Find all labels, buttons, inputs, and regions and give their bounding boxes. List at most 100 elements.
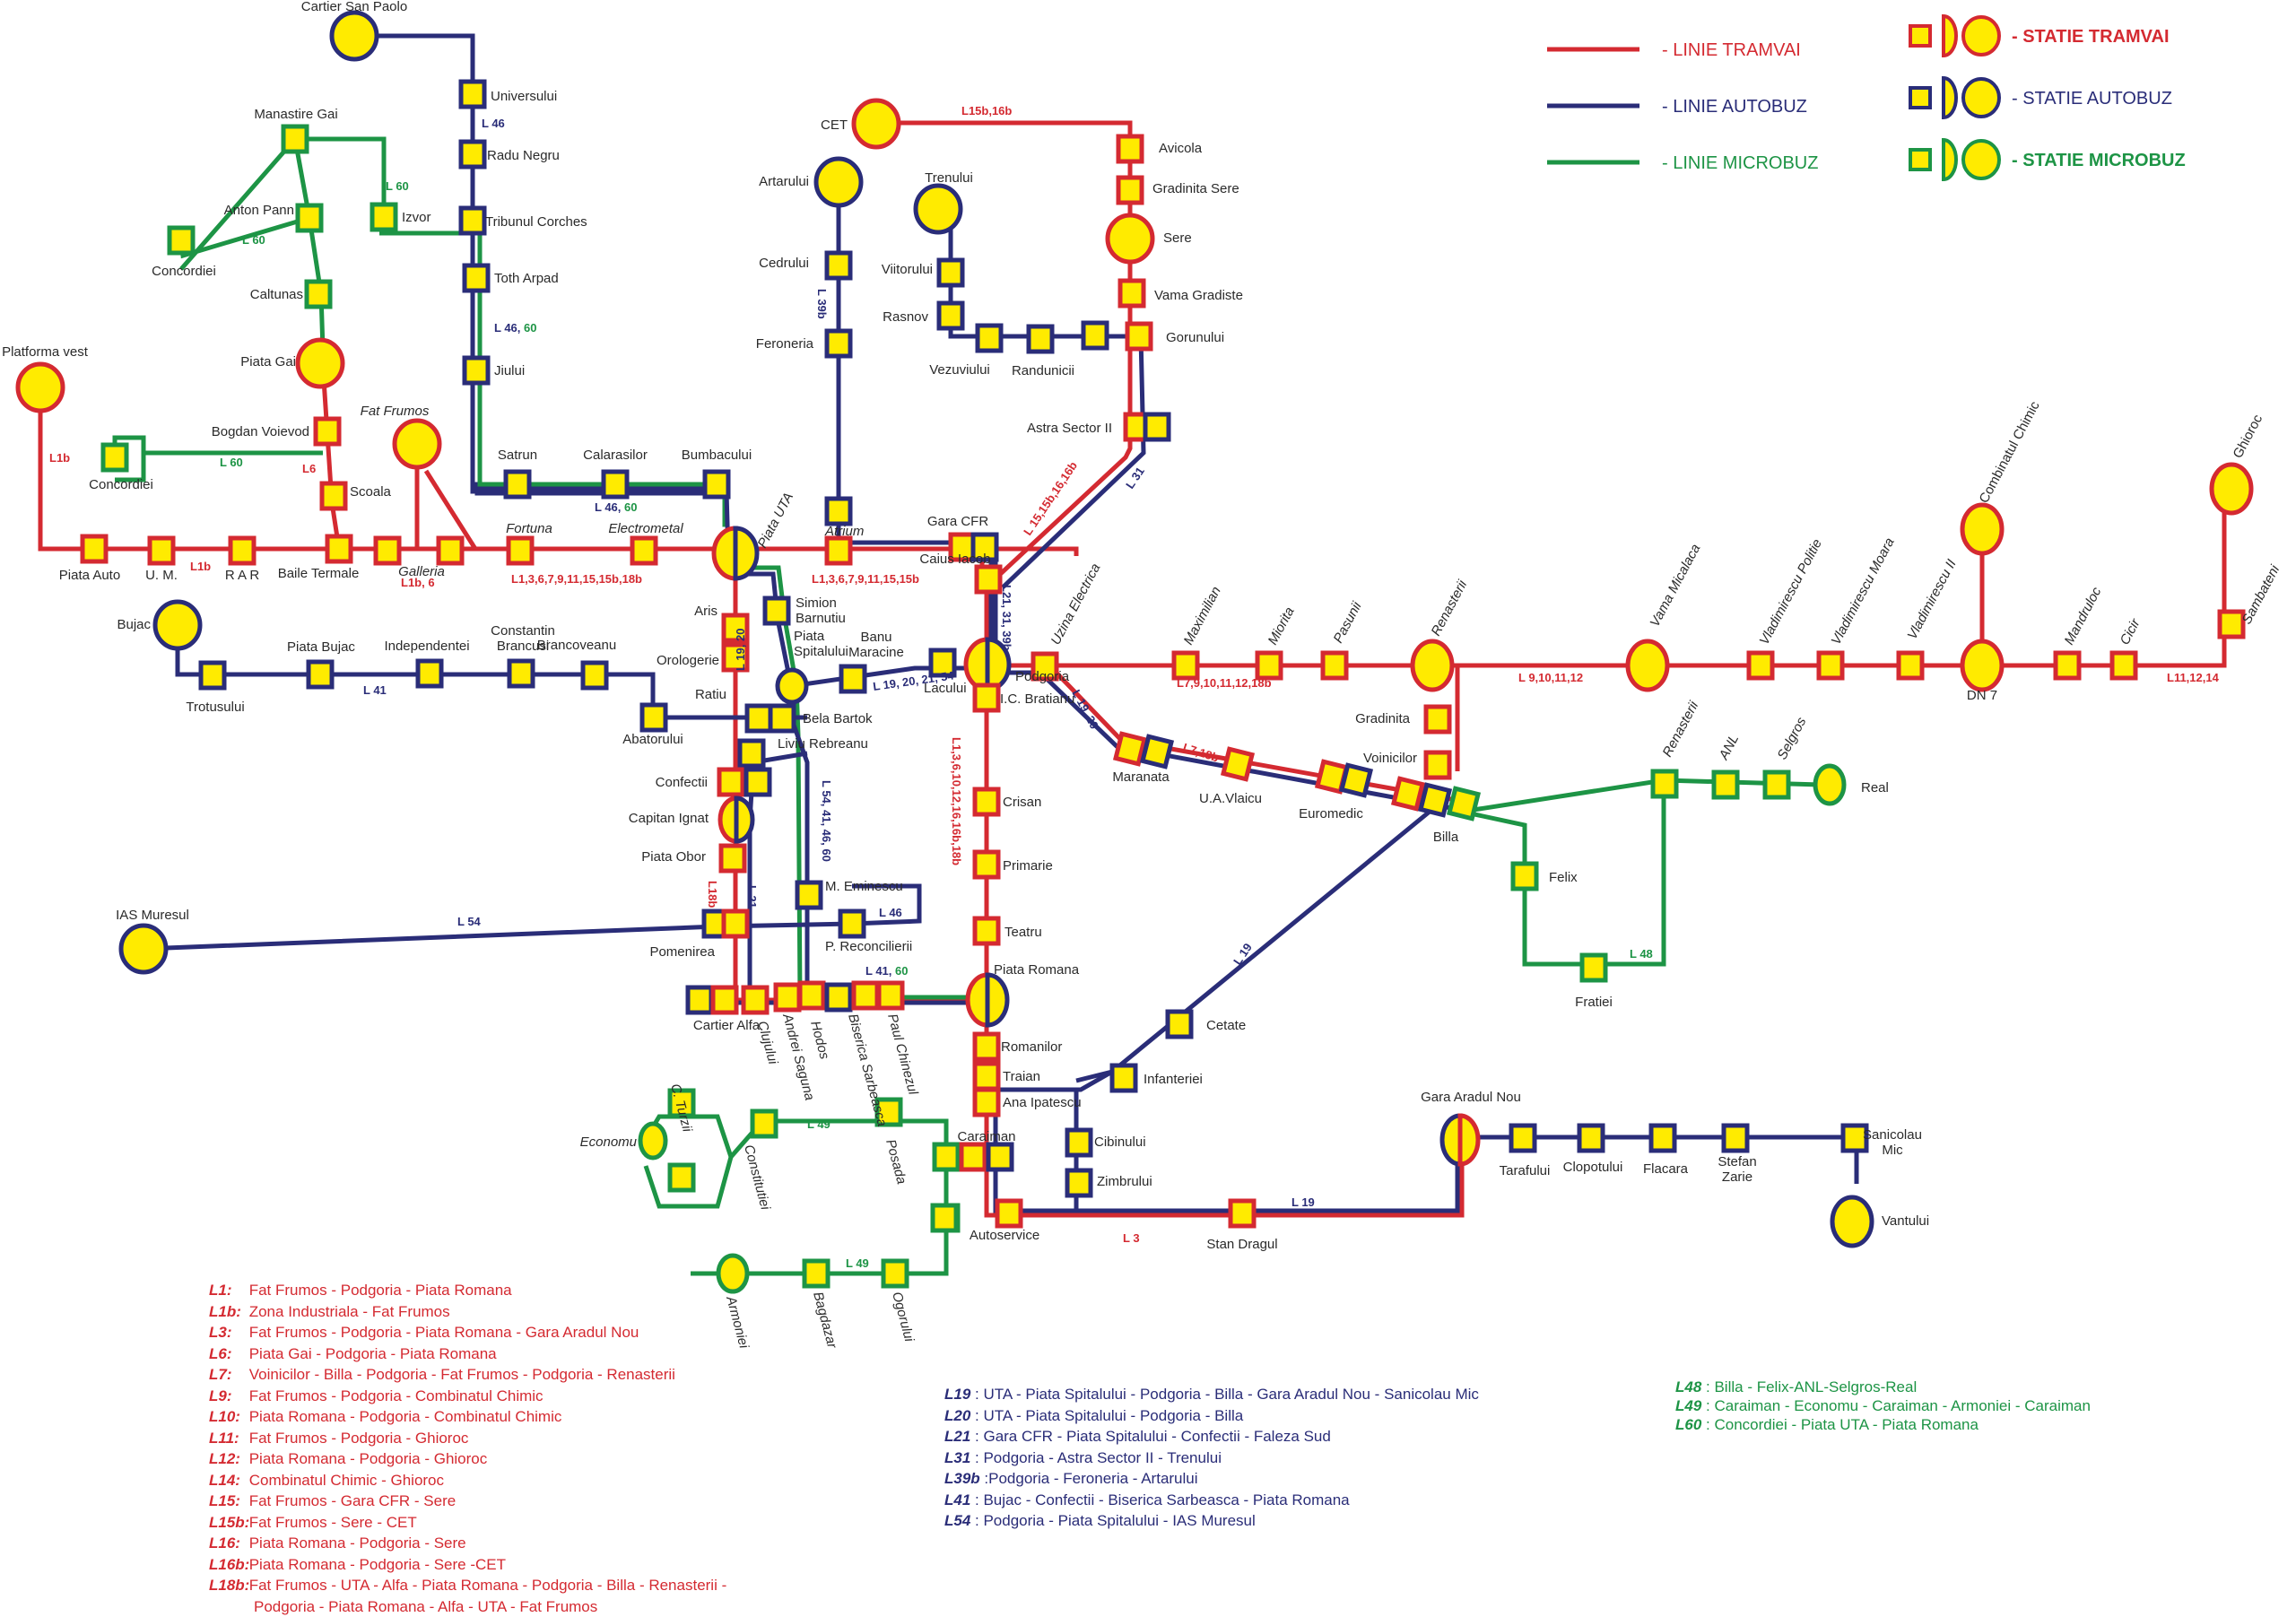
scoala-stop[interactable] [319, 481, 348, 511]
miorita-stop[interactable] [1255, 650, 1283, 681]
um-stop[interactable] [147, 535, 176, 566]
fortuna-stop[interactable] [506, 535, 535, 566]
c-turzii-stop[interactable] [667, 1088, 696, 1118]
m-eminescu-stop[interactable] [795, 880, 823, 910]
caius-iacob-stop[interactable] [974, 564, 1003, 595]
fat-frumos-terminal[interactable] [392, 418, 442, 470]
piata-obor-stop[interactable] [718, 843, 747, 874]
liviu-rebreanu-stop[interactable] [737, 738, 766, 769]
viitorului-stop[interactable] [936, 257, 965, 288]
ghioroc-terminal[interactable] [2209, 462, 2254, 516]
satrun-stop[interactable] [503, 469, 532, 500]
economu-2-stop[interactable] [667, 1162, 696, 1193]
uzina-electrica-stop[interactable] [1031, 651, 1059, 682]
cartier-alfa-bus-stop[interactable] [685, 985, 714, 1015]
rar-stop[interactable] [228, 535, 257, 566]
bagdazar-stop[interactable] [802, 1258, 831, 1289]
vlad-ii-stop[interactable] [1896, 650, 1925, 681]
ogorului-stop[interactable] [881, 1258, 909, 1289]
vlad-moara-stop[interactable] [1816, 650, 1845, 681]
caltunas-stop[interactable] [304, 279, 333, 309]
piata-auto-stop[interactable] [80, 534, 109, 564]
atrium-bus-stop[interactable] [824, 496, 853, 526]
p-reconcilierii-stop[interactable] [838, 908, 866, 939]
avicola-stop[interactable] [1116, 134, 1144, 164]
galleria-2-stop[interactable] [436, 535, 465, 566]
ias-muresul-terminal[interactable] [118, 923, 169, 975]
clujului-stop[interactable] [741, 985, 770, 1015]
cedrului-stop[interactable] [824, 250, 853, 281]
maximilian-stop[interactable] [1171, 650, 1200, 681]
ana-ipatescu-stop[interactable] [972, 1087, 1001, 1117]
vama-gradiste-stop[interactable] [1118, 278, 1146, 309]
billa-bus-stop[interactable] [1417, 782, 1453, 818]
cibinului-stop[interactable] [1065, 1127, 1093, 1158]
teatru-stop[interactable] [972, 916, 1001, 946]
pomenirea-tram-stop[interactable] [721, 908, 750, 939]
bujac-terminal[interactable] [152, 599, 203, 651]
voinicilor-stop[interactable] [1423, 750, 1452, 780]
concordiei-stop[interactable] [167, 225, 196, 256]
posada-stop[interactable] [874, 1097, 903, 1127]
gara-aradul-nou-interchange[interactable] [1439, 1113, 1481, 1167]
izvor-stop[interactable] [370, 202, 398, 232]
cicir-stop[interactable] [2109, 650, 2138, 681]
maranata-bus-stop[interactable] [1139, 734, 1175, 769]
renasterii-micro-stop[interactable] [1650, 769, 1679, 799]
stefan-zarie-stop[interactable] [1721, 1123, 1750, 1153]
gradinita-sere-stop[interactable] [1116, 175, 1144, 205]
independentei-stop[interactable] [415, 658, 444, 689]
vlad-politie-stop[interactable] [1746, 650, 1775, 681]
brancoveanu-stop[interactable] [580, 660, 609, 691]
piata-romana-interchange[interactable] [965, 972, 1010, 1028]
infanteriei-stop[interactable] [1109, 1063, 1138, 1093]
cartier-san-paolo-terminal[interactable] [329, 10, 379, 62]
andrei-saguna-stop[interactable] [773, 982, 802, 1013]
clopotului-stop[interactable] [1577, 1123, 1605, 1153]
piata-uta-interchange[interactable] [711, 526, 760, 581]
atrium-stop[interactable] [824, 535, 853, 566]
radu-negru-stop[interactable] [458, 139, 487, 170]
feroneria-stop[interactable] [824, 328, 853, 359]
billa-tram-stop[interactable] [1390, 776, 1426, 812]
artarului-terminal[interactable] [813, 156, 864, 208]
manastire-gai-stop[interactable] [281, 124, 309, 154]
trotusului-stop[interactable] [198, 660, 227, 691]
lacului-stop[interactable] [928, 648, 957, 678]
confectii-tram-stop[interactable] [717, 767, 745, 797]
constantin-brancusi-stop[interactable] [507, 658, 535, 689]
renasterii-terminal[interactable] [1410, 639, 1455, 692]
armoniei-terminal[interactable] [716, 1253, 750, 1294]
electrometal-stop[interactable] [630, 535, 658, 566]
caraiman-bus-stop[interactable] [986, 1142, 1014, 1172]
confectii-bus-stop[interactable] [744, 767, 772, 797]
randunicii-stop[interactable] [1026, 324, 1055, 354]
selgros-stop[interactable] [1762, 769, 1791, 800]
autoservice-tram-stop[interactable] [995, 1198, 1023, 1229]
vezuviului-stop[interactable] [975, 323, 1004, 353]
gradinita-stop[interactable] [1423, 704, 1452, 735]
zimbrului-stop[interactable] [1065, 1168, 1093, 1198]
maranata-tram-stop[interactable] [1112, 731, 1148, 767]
constitutiei-stop[interactable] [750, 1108, 778, 1139]
banu-maracine-stop[interactable] [839, 664, 867, 694]
romanilor-stop[interactable] [972, 1031, 1001, 1062]
primarie-stop[interactable] [972, 849, 1001, 880]
gorunului-stop[interactable] [1125, 321, 1153, 352]
baile-termale-stop[interactable] [325, 534, 353, 564]
calarasilor-stop[interactable] [601, 469, 630, 500]
hodos-stop[interactable] [797, 980, 826, 1011]
sanicolau-mic-stop[interactable] [1840, 1123, 1869, 1153]
anton-pann-stop[interactable] [295, 203, 324, 233]
biserica-sarbeasca-tram-stop[interactable] [851, 980, 880, 1011]
bumbacului-stop[interactable] [702, 469, 731, 500]
felix-stop[interactable] [1510, 861, 1539, 891]
caraiman-tram-stop[interactable] [959, 1142, 987, 1172]
bogdan-voievod-stop[interactable] [313, 416, 342, 447]
ua-vlaicu-stop[interactable] [1220, 746, 1256, 782]
jiului-stop[interactable] [462, 355, 491, 386]
piata-gai-terminal[interactable] [295, 337, 345, 389]
cartier-alfa-stop[interactable] [710, 985, 739, 1015]
fratiei-stop[interactable] [1579, 952, 1608, 983]
abatorului-stop[interactable] [639, 702, 668, 733]
